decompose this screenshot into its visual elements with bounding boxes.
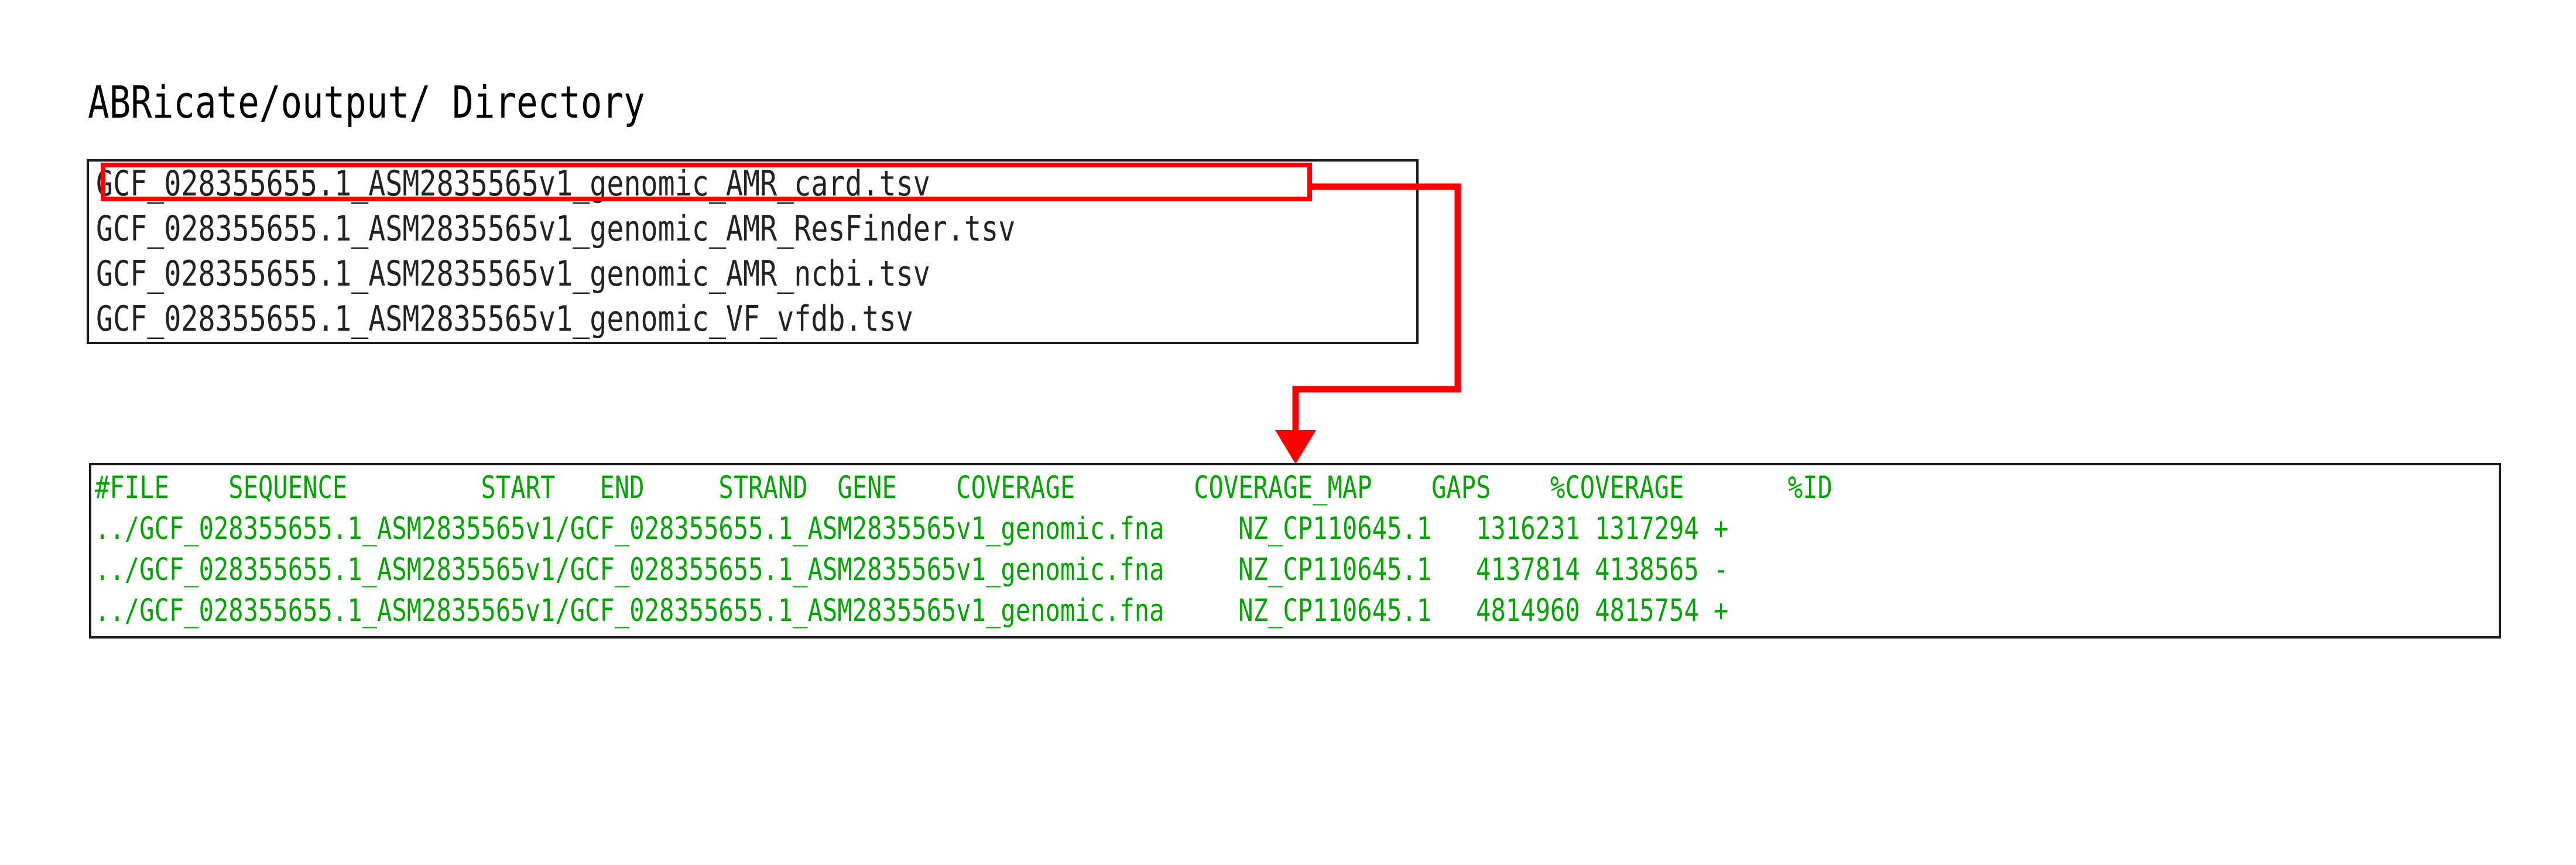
list-item[interactable]: GCF_028355655.1_ASM2835565v1_genomic_VF_… bbox=[96, 298, 913, 339]
list-item[interactable]: GCF_028355655.1_ASM2835565v1_genomic_AMR… bbox=[96, 253, 930, 294]
table-row: ../GCF_028355655.1_ASM2835565v1/GCF_0283… bbox=[95, 511, 1729, 547]
file-list-container: GCF_028355655.1_ASM2835565v1_genomic_AMR… bbox=[96, 163, 1416, 342]
down-arrow-icon bbox=[1275, 430, 1316, 464]
list-item[interactable]: GCF_028355655.1_ASM2835565v1_genomic_AMR… bbox=[96, 163, 930, 204]
terminal-output-container: #FILE SEQUENCE START END STRAND GENE COV… bbox=[95, 465, 2499, 636]
page-title: ABRicate/output/ Directory bbox=[88, 76, 645, 128]
table-row: ../GCF_028355655.1_ASM2835565v1/GCF_0283… bbox=[95, 552, 1729, 588]
table-row: ../GCF_028355655.1_ASM2835565v1/GCF_0283… bbox=[95, 593, 1729, 629]
highlight-box-card-tsv bbox=[101, 163, 1312, 201]
list-item[interactable]: GCF_028355655.1_ASM2835565v1_genomic_AMR… bbox=[96, 208, 1016, 249]
table-header-row: #FILE SEQUENCE START END STRAND GENE COV… bbox=[95, 470, 1832, 506]
terminal-output-panel: #FILE SEQUENCE START END STRAND GENE COV… bbox=[89, 463, 2501, 639]
file-list-panel: GCF_028355655.1_ASM2835565v1_genomic_AMR… bbox=[87, 159, 1419, 344]
